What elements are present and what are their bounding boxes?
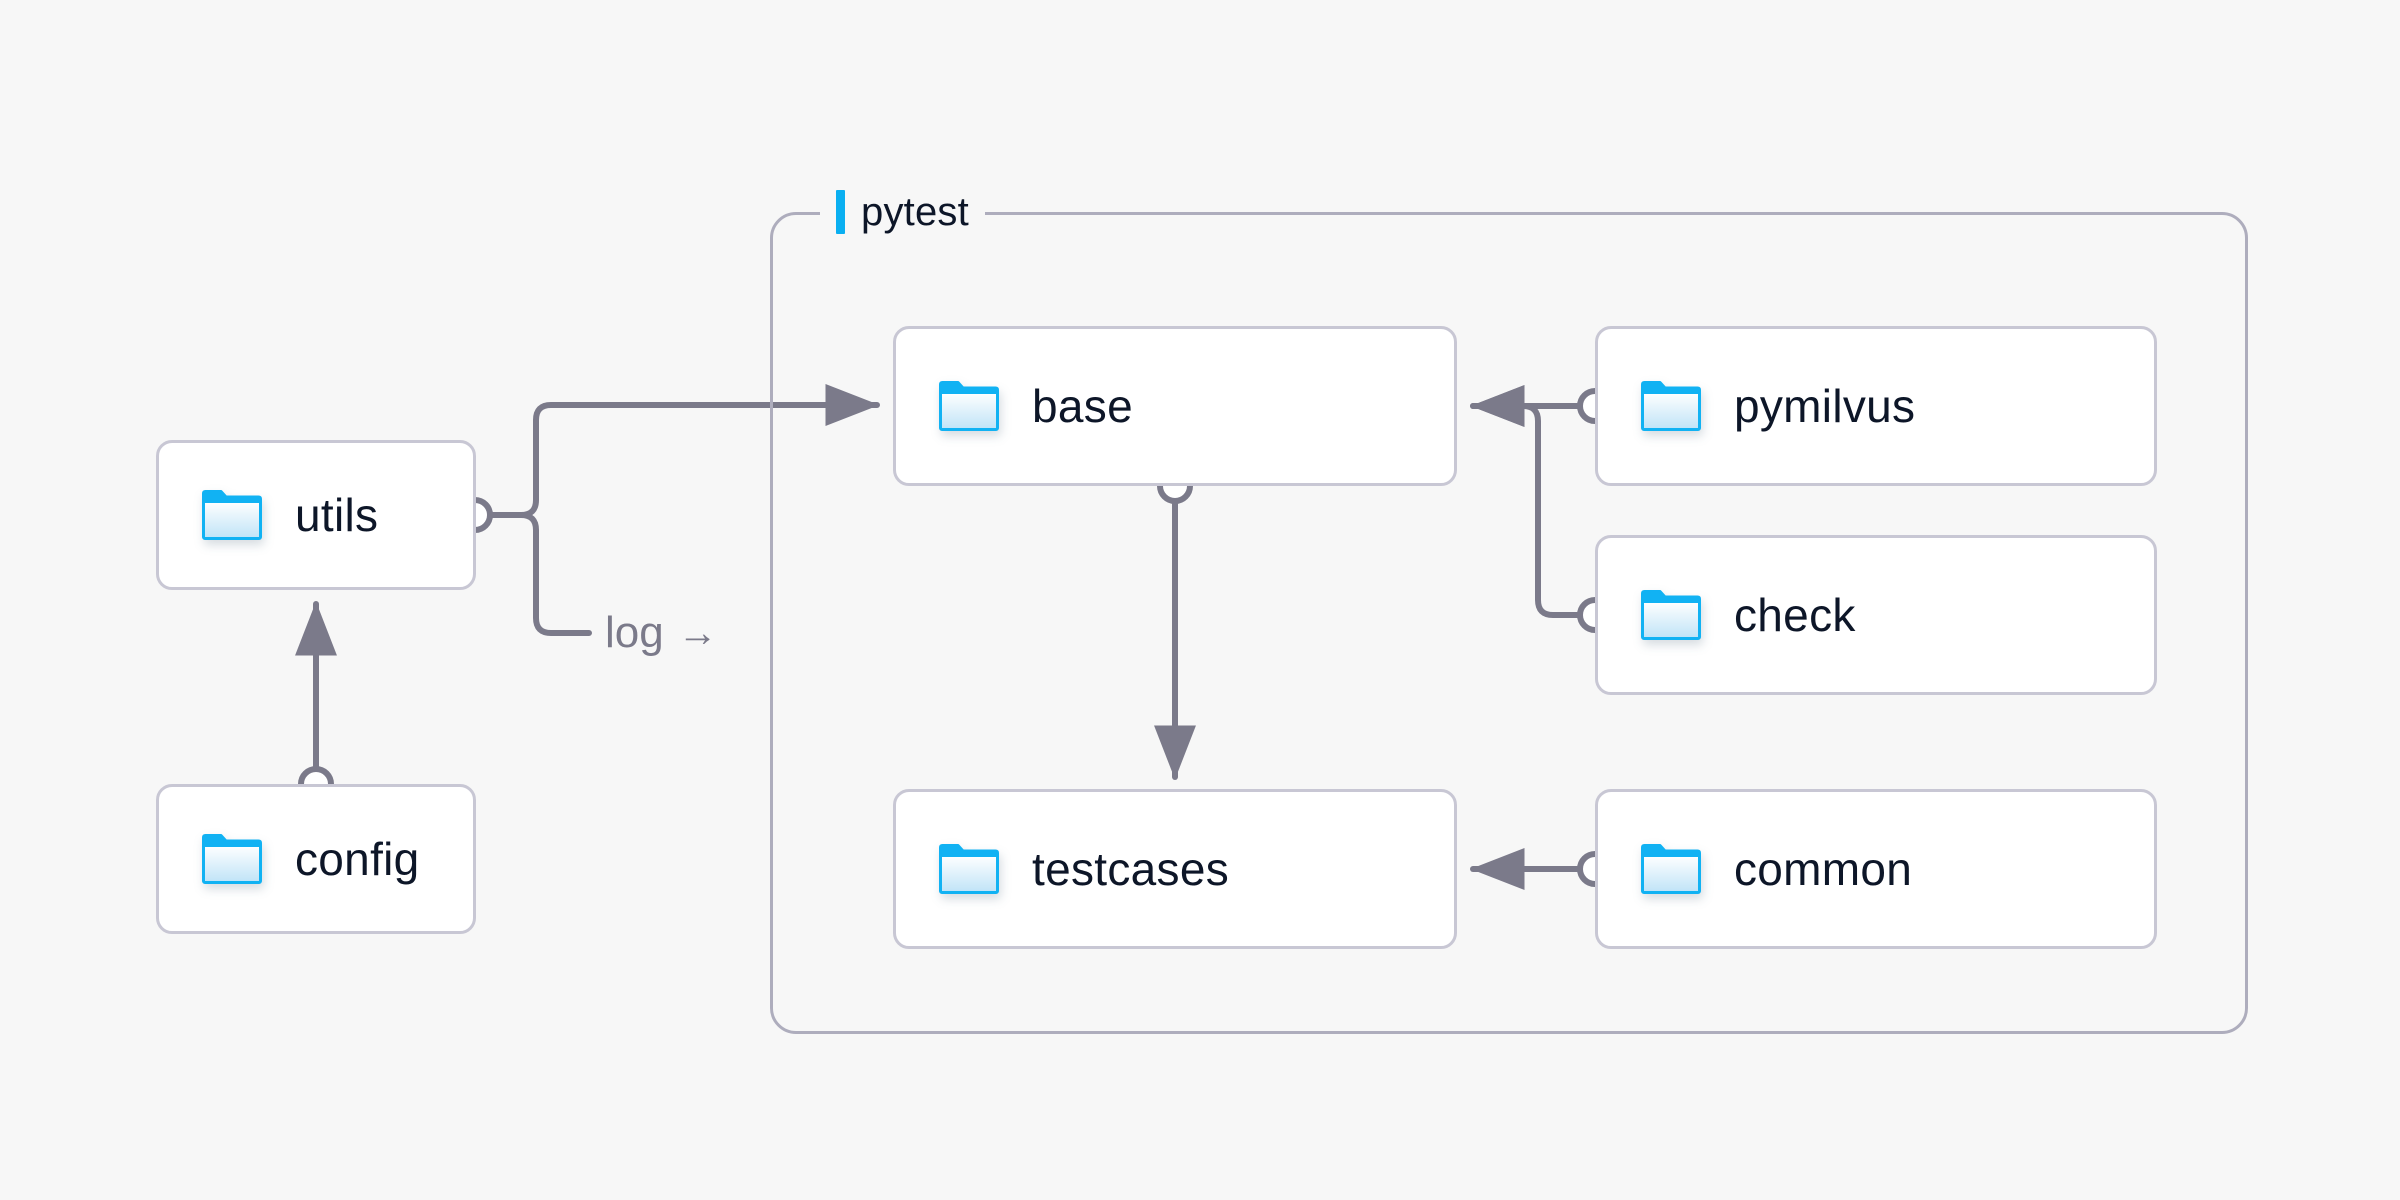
folder-icon xyxy=(938,843,1000,895)
group-title: pytest xyxy=(861,190,969,234)
node-label-common: common xyxy=(1734,843,1913,895)
edge-label-log: log → xyxy=(595,606,728,660)
node-pymilvus[interactable]: pymilvus xyxy=(1595,326,2157,486)
pytest-group-label: pytest xyxy=(820,184,985,240)
folder-icon xyxy=(1640,380,1702,432)
edge-label-log-text: log xyxy=(605,608,664,657)
node-label-pymilvus: pymilvus xyxy=(1734,380,1916,432)
folder-icon xyxy=(201,489,263,541)
arrow-right-icon: → xyxy=(677,611,718,655)
node-check[interactable]: check xyxy=(1595,535,2157,695)
node-label-base: base xyxy=(1032,380,1133,432)
node-testcases[interactable]: testcases xyxy=(893,789,1457,949)
edge-utils-to-log xyxy=(518,512,592,636)
node-config[interactable]: config xyxy=(156,784,476,934)
node-utils[interactable]: utils xyxy=(156,440,476,590)
node-label-config: config xyxy=(295,833,420,885)
folder-icon xyxy=(1640,589,1702,641)
node-label-utils: utils xyxy=(295,489,379,541)
node-base[interactable]: base xyxy=(893,326,1457,486)
folder-icon xyxy=(201,833,263,885)
pytest-group-container xyxy=(770,212,2248,1034)
folder-icon xyxy=(1640,843,1702,895)
folder-icon xyxy=(938,380,1000,432)
node-label-check: check xyxy=(1734,589,1856,641)
node-label-testcases: testcases xyxy=(1032,843,1230,895)
node-common[interactable]: common xyxy=(1595,789,2157,949)
vertical-bar-accent-icon xyxy=(836,190,845,234)
